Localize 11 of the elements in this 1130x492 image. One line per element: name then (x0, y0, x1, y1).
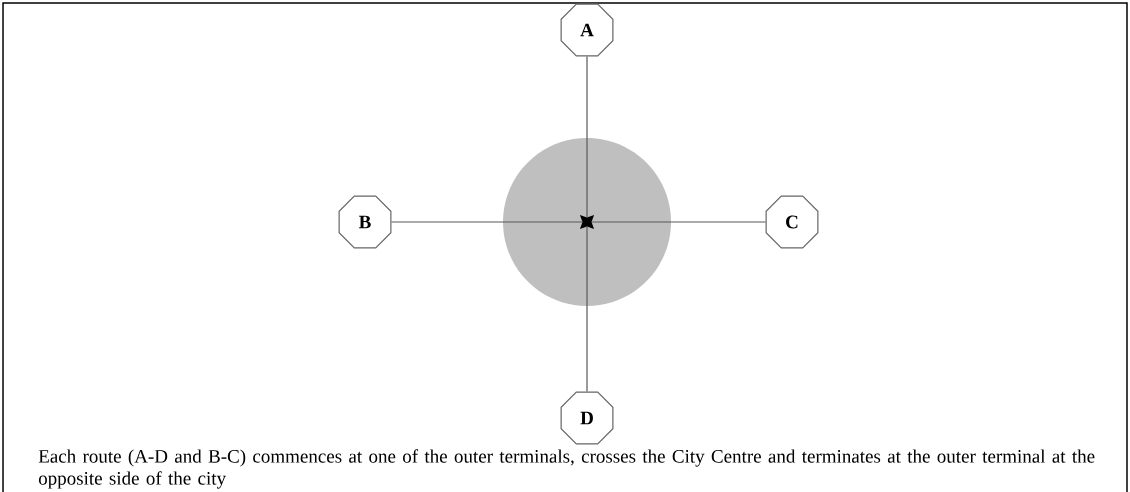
route-line (390, 221, 583, 223)
terminal-octagon: D (560, 391, 614, 445)
route-line (591, 221, 767, 223)
cross-mark (579, 214, 595, 230)
route-line (586, 55, 588, 218)
route-line (586, 226, 588, 393)
terminal-octagon: B (338, 195, 392, 249)
caption: Each route (A-D and B-C) commences at one of the outer terminals, crosses the City Centre and terminates at the outer terminal at the opposite side of the city (38, 449, 1095, 489)
terminal-octagon: C (765, 195, 819, 249)
shaded-circle (503, 138, 671, 306)
terminal-octagon: A (560, 3, 614, 57)
